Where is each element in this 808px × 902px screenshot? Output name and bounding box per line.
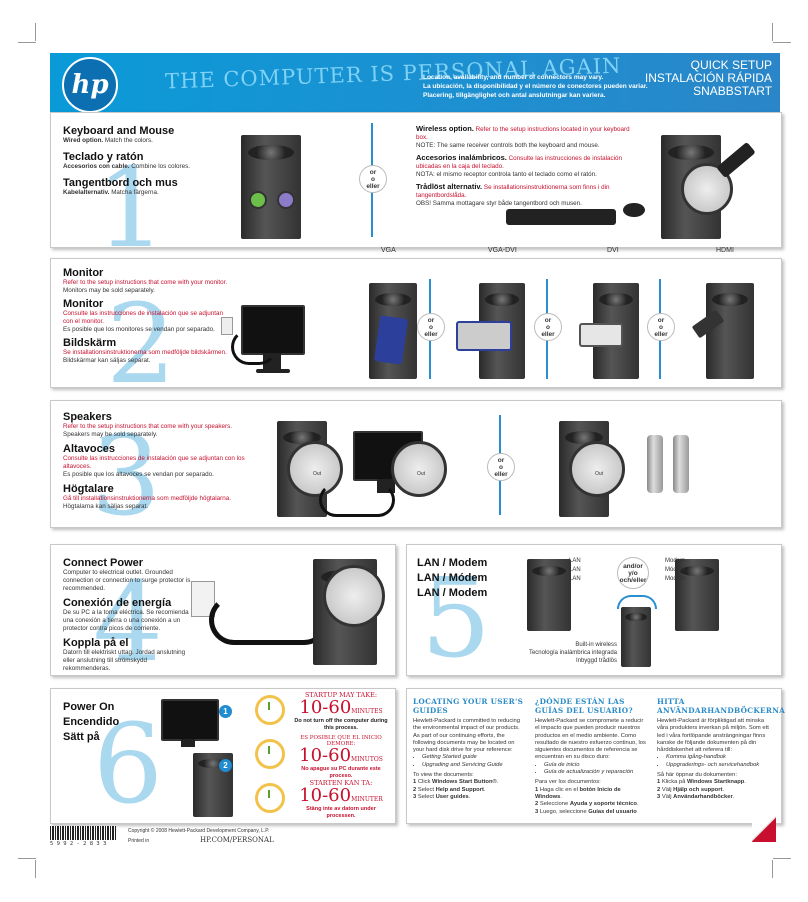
startup-time-en: STARTUP MAY TAKE: 10-60MINUTES Do not tu… — [294, 691, 388, 731]
computer-tower — [621, 607, 651, 667]
step-number: 3 — [91, 412, 161, 540]
page-curl-icon — [752, 816, 776, 842]
step4-text: Connect Power Computer to electrical out… — [63, 557, 191, 672]
step6-panel: 6 Power On Encendido Sätt på 1 2 STARTUP… — [50, 688, 396, 824]
step1-wired-text: Keyboard and Mouse Wired option. Match t… — [63, 125, 191, 196]
out-label: Out — [595, 471, 604, 477]
connector-label: HDMI — [716, 247, 734, 254]
step-number: 1 — [96, 144, 166, 272]
step6-title: Power On Encendido Sätt på — [63, 701, 120, 743]
clock-icon — [255, 783, 285, 813]
dvi-connector — [579, 323, 623, 347]
step2-panel: 2 Monitor Refer to the setup instruction… — [50, 247, 782, 399]
computer-tower — [241, 135, 301, 239]
speaker-icon — [673, 435, 689, 493]
guide-swedish: HITTA ANVÄNDARHANDBÖCKERNA Hewlett-Packa… — [657, 697, 785, 801]
barcode-number: 5 9 9 2 - 2 8 3 3 — [50, 841, 107, 847]
connector-label: VGA — [381, 247, 396, 254]
hp-url: HP.COM/PERSONAL — [200, 836, 274, 844]
clock-icon — [255, 695, 285, 725]
audio-cable — [319, 483, 395, 517]
step1-panel: 1 Keyboard and Mouse Wired option. Match… — [50, 112, 782, 263]
monitor-stand — [181, 739, 195, 747]
step-number: 4 — [93, 558, 163, 686]
step-number: 2 — [106, 280, 176, 408]
step2-text: Monitor Refer to the setup instructions … — [63, 267, 228, 364]
power-cable — [231, 329, 277, 365]
out-label: Out — [313, 471, 322, 477]
computer-tower — [675, 559, 719, 631]
step-badge: 1 — [219, 705, 232, 718]
speaker-icon — [647, 435, 663, 493]
wireless-icon — [617, 595, 657, 609]
computer-tower — [527, 559, 571, 631]
guide-spanish: ¿DÓNDE ESTÁN LAS GUÍAS DEL USUARIO? Hewl… — [535, 697, 647, 816]
hp-logo: hp — [62, 57, 118, 113]
header-title: QUICK SETUP INSTALACIÓN RÁPIDA SNABBSTAR… — [644, 58, 772, 98]
wall-outlet — [221, 317, 233, 335]
monitor-base — [256, 369, 290, 373]
out-label: Out — [417, 471, 426, 477]
wireless-receiver-icon — [716, 141, 756, 179]
computer-tower — [706, 283, 754, 379]
connector-label: VGA-DVI — [488, 247, 517, 254]
audio-port-callout — [391, 441, 447, 497]
tagline: THE COMPUTER IS PERSONAL AGAIN — [164, 53, 622, 94]
barcode — [50, 826, 116, 840]
header-banner: hp THE COMPUTER IS PERSONAL AGAIN Locati… — [50, 53, 780, 117]
step-badge: 2 — [219, 759, 232, 772]
mouse-icon — [623, 203, 645, 217]
step-number: 6 — [93, 700, 163, 828]
keyboard-icon — [506, 209, 616, 225]
step3-text: Speakers Refer to the setup instructions… — [63, 411, 245, 510]
copyright: Copyright © 2008 Hewlett-Packard Develop… — [128, 828, 270, 834]
power-port-callout — [323, 565, 385, 627]
guide-english: LOCATING YOUR USER'S GUIDES Hewlett-Pack… — [413, 697, 525, 801]
step5-panel: 5 LAN / Modem LAN / Módem LAN / Modem LA… — [406, 544, 782, 676]
printed-in: Printed in — [128, 838, 150, 844]
clock-icon — [255, 739, 285, 769]
step5-title: LAN / Modem LAN / Módem LAN / Modem — [417, 557, 488, 599]
connector-label: DVI — [607, 247, 619, 254]
power-cable — [209, 595, 329, 645]
header-note: Location, availability, and number of co… — [423, 74, 648, 99]
step1-wireless-text: Wireless option. Refer to the setup inst… — [416, 124, 630, 208]
keyboard-port — [277, 191, 295, 209]
step3-panel: 3 Speakers Refer to the setup instructio… — [50, 400, 782, 540]
startup-time-es: ES POSIBLE QUE EL INICIO DEMORE: 10-60MI… — [299, 735, 383, 779]
step-number: 5 — [421, 554, 491, 682]
mouse-port — [249, 191, 267, 209]
audio-port-callout — [569, 441, 625, 497]
monitor-icon — [161, 699, 219, 741]
guides-panel: LOCATING YOUR USER'S GUIDES Hewlett-Pack… — [406, 688, 785, 824]
vga-dvi-adapter — [456, 321, 512, 351]
startup-time-sv: STARTEN KAN TA: 10-60MINUTER Stäng inte … — [299, 779, 383, 819]
step4-panel: 4 Connect Power Computer to electrical o… — [50, 544, 396, 686]
